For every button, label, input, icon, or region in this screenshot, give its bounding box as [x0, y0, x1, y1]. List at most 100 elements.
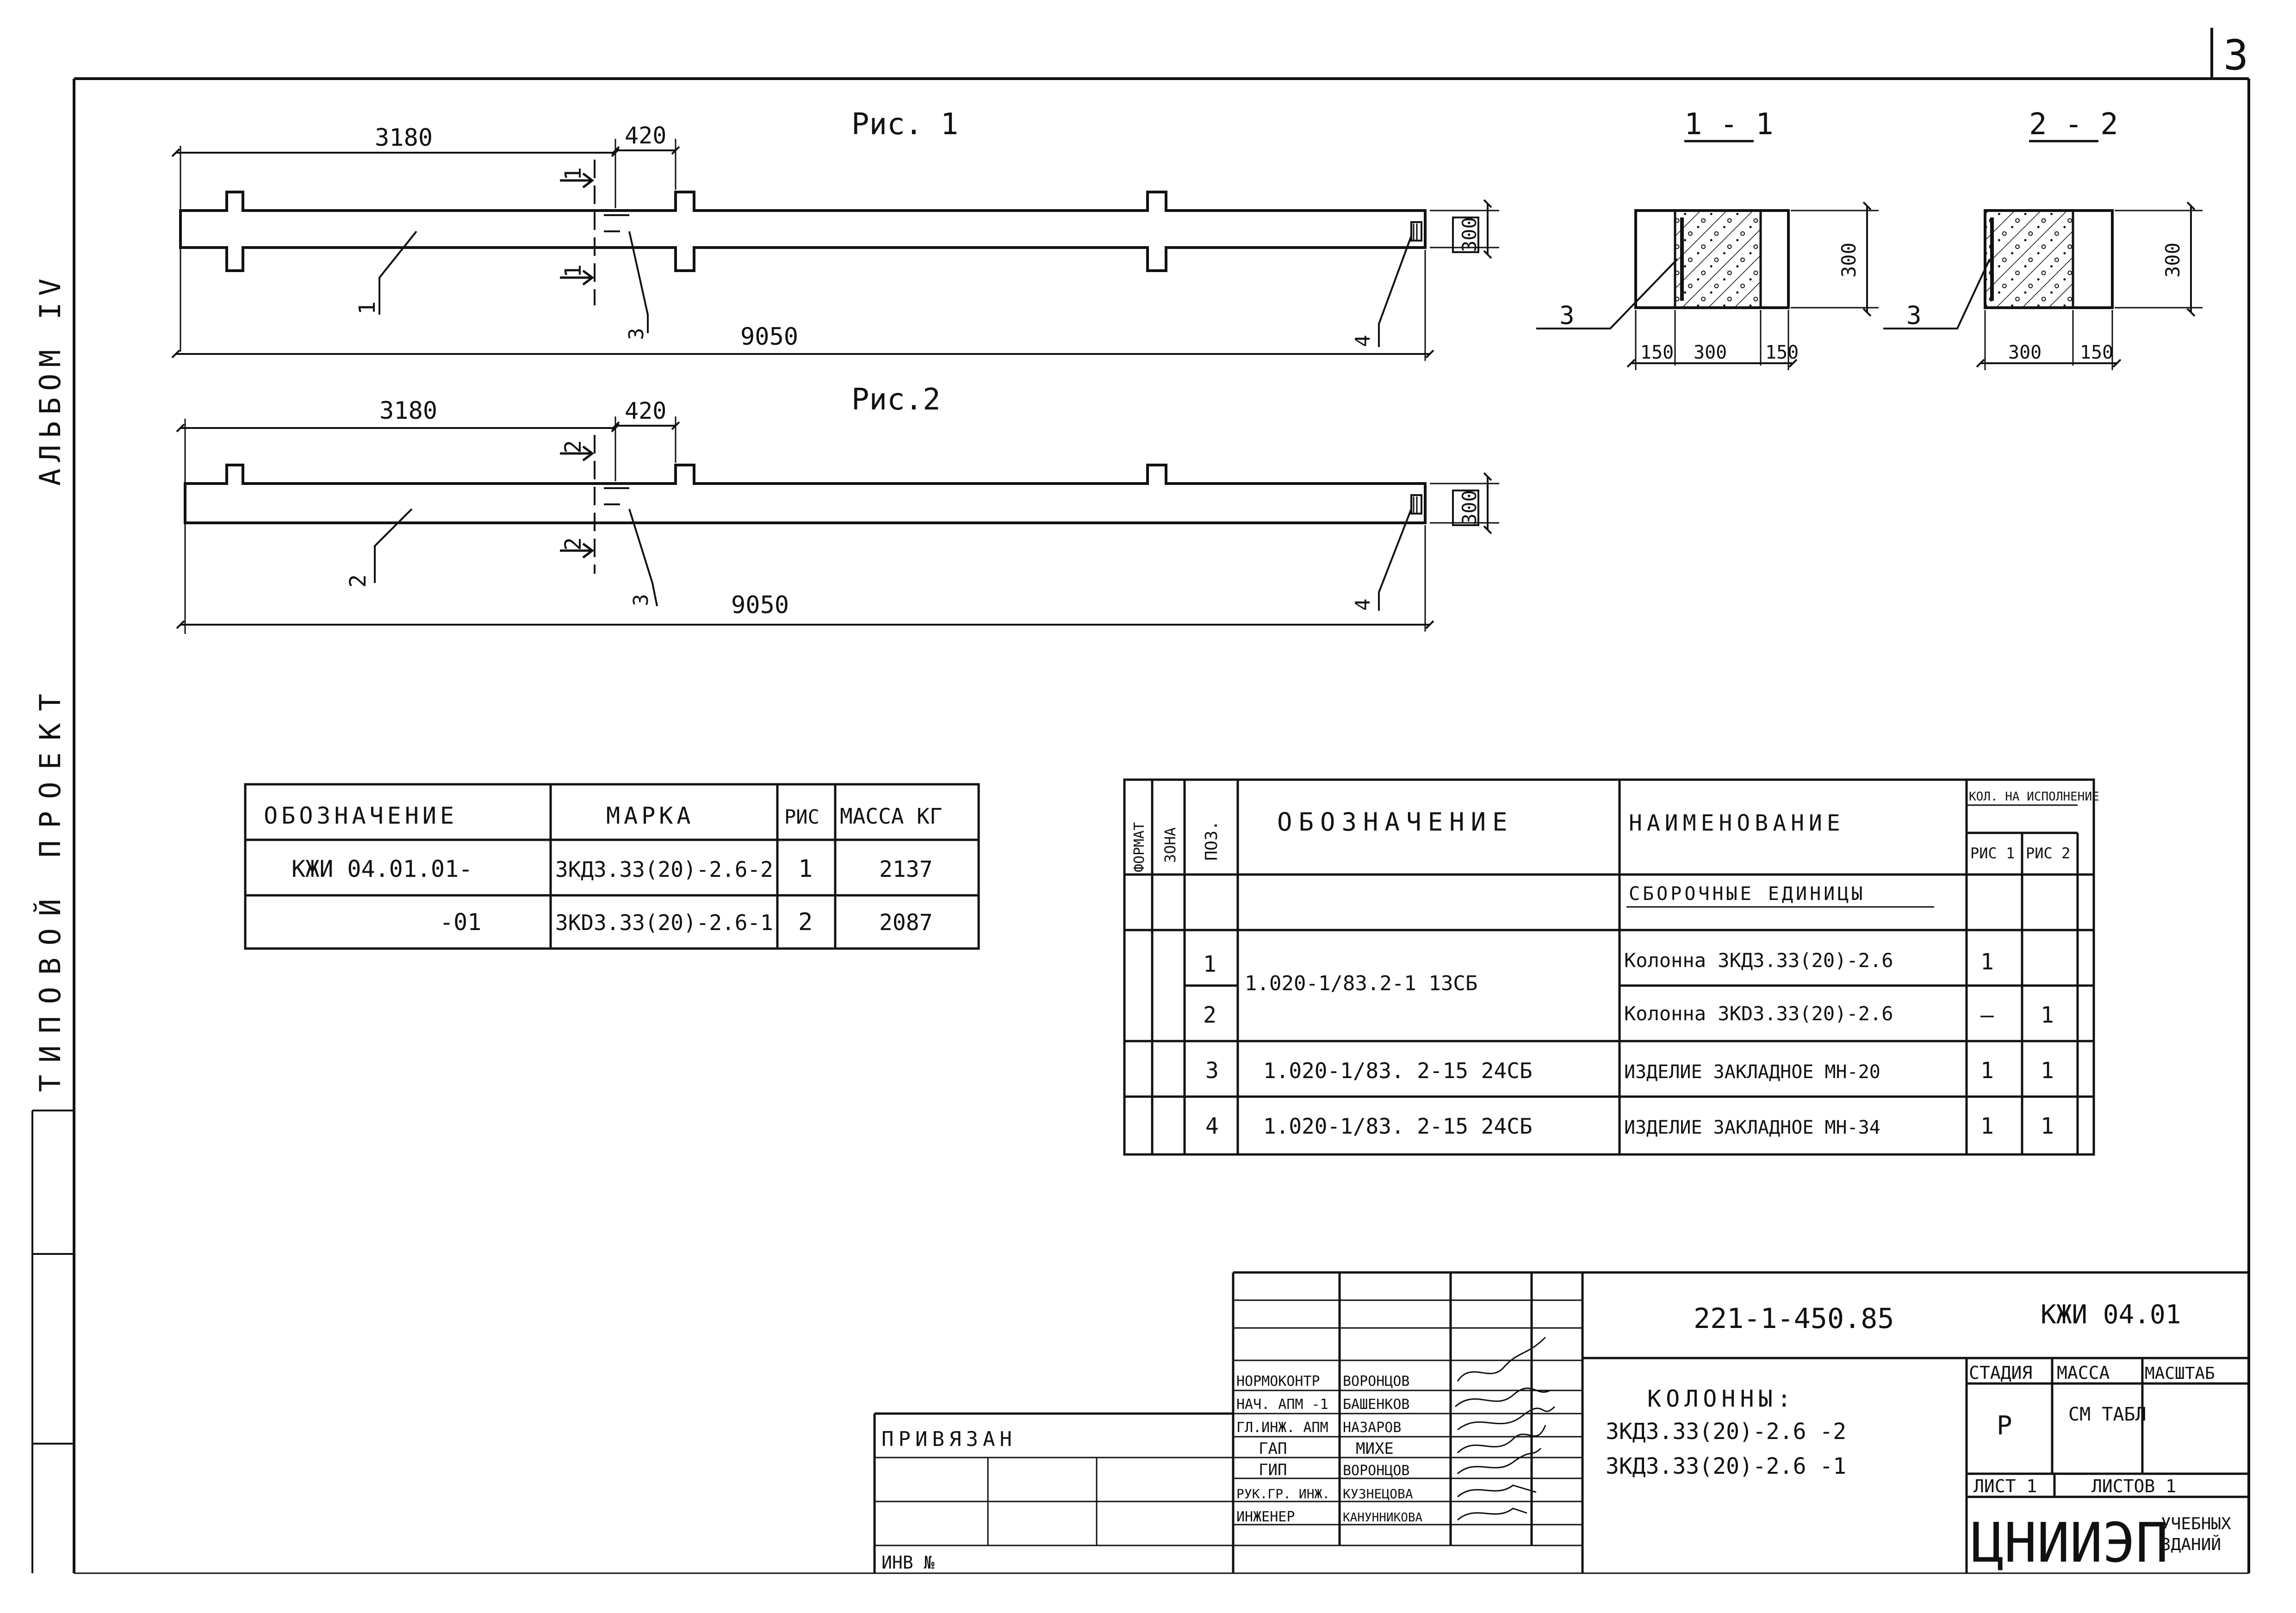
title-block	[873, 1271, 2249, 1573]
figure-2-dim-420: 420	[625, 397, 666, 424]
figure-2-dim-9050: 9050	[731, 591, 789, 619]
figure-1-dim-3180: 3180	[375, 124, 433, 152]
spec-header-qty: КОЛ. НА ИСПОЛНЕНИЕ	[1969, 790, 2099, 804]
org-logo: ЦНИИЭП	[1971, 1511, 2168, 1575]
mass-table-row1-designation: КЖИ 04.01.01-	[292, 856, 472, 882]
mass-table-header-fig: РИС	[784, 806, 819, 828]
figure-2-cut-label-bottom: 2	[560, 537, 586, 551]
title-line-2: 3КД3.33(20)-2.6 -2	[1606, 1419, 1846, 1445]
staff-name-6: КУЗНЕЦОВА	[1343, 1486, 1413, 1501]
mass-table-row1-mark: 3КД3.33(20)-2.6-2	[555, 857, 773, 882]
section-2-2-dim-b: 150	[2080, 342, 2113, 363]
section-1-1-dim-c: 150	[1765, 342, 1799, 363]
staff-name-2: БАШЕНКОВ	[1343, 1396, 1410, 1413]
spec-header-name: НАИМЕНОВАНИЕ	[1629, 810, 1845, 836]
mass-value: СМ ТАБЛ	[2068, 1404, 2147, 1425]
spec-row4-name: ИЗДЕЛИЕ ЗАКЛАДНОЕ МН-34	[1624, 1117, 1880, 1138]
figure-1-cut-label-top: 1	[560, 167, 586, 180]
org-sub-2: ЗДАНИЙ	[2161, 1535, 2221, 1554]
figure-2-dim-300: 300	[1458, 490, 1481, 525]
figure-1-dim-420: 420	[625, 122, 666, 149]
spec-row4-q1: 1	[1980, 1113, 1994, 1139]
title-mark: КЖИ 04.01	[2041, 1300, 2181, 1330]
spec-row3-pos: 3	[1205, 1058, 1219, 1084]
figure-1-dim-9050: 9050	[740, 323, 798, 351]
mass-table-header-designation: ОБОЗНАЧЕНИЕ	[264, 802, 458, 829]
figure-1-title: Рис. 1	[851, 107, 958, 142]
figure-2	[176, 416, 1499, 634]
figure-2-callout-3: 3	[629, 594, 653, 607]
spec-row3-q1: 1	[1980, 1058, 1994, 1084]
figure-1-callout-4: 4	[1351, 335, 1375, 347]
mass-table-row1-mass: 2137	[879, 856, 933, 882]
spec-section-title: СБОРОЧНЫЕ ЕДИНИЦЫ	[1629, 883, 1865, 905]
spec-row2-q2: 1	[2041, 1002, 2054, 1028]
spec-table	[1123, 778, 2095, 1156]
staff-name-3: НАЗАРОВ	[1343, 1420, 1401, 1436]
staff-role-6: РУК.ГР. ИНЖ.	[1236, 1486, 1330, 1501]
section-1-1-dim-b: 300	[1694, 342, 1727, 363]
column-2-outline	[184, 464, 1427, 524]
spec-row2-q1: –	[1980, 1002, 1994, 1028]
sheet-frame	[73, 28, 2250, 1574]
figure-2-dim-3180: 3180	[379, 397, 437, 425]
section-2-2-callout: 3	[1906, 301, 1922, 330]
staff-role-1: НОРМОКОНТР	[1236, 1373, 1320, 1390]
section-1-1-dim-a: 150	[1640, 342, 1674, 363]
staff-role-7: ИНЖЕНЕР	[1236, 1509, 1295, 1525]
staff-name-5: ВОРОНЦОВ	[1343, 1463, 1410, 1479]
figure-1-dim-300: 300	[1458, 217, 1481, 252]
mass-table-row1-fig: 1	[798, 855, 813, 883]
figure-2-callout-2: 2	[345, 574, 371, 588]
section-1-1-height: 300	[1837, 242, 1860, 278]
mass-table-row2-fig: 2	[798, 908, 813, 936]
spec-merged-designation: 1.020-1/83.2-1 13СБ	[1245, 972, 1477, 995]
stage-header: СТАДИЯ	[1969, 1363, 2032, 1383]
spec-header-qty1: РИС 1	[1970, 844, 2015, 862]
spec-header-format: ФОРМАТ	[1131, 822, 1148, 872]
project-label: ТИПОВОЙ ПРОЕКТ	[33, 682, 67, 1092]
section-1-1	[1536, 140, 1879, 370]
figure-1	[171, 139, 1499, 361]
figure-1-callout-1: 1	[354, 301, 380, 315]
album-label: АЛЬБОМ IV	[33, 272, 67, 486]
sheet-number: 3	[2223, 31, 2248, 80]
figure-2-cut-label-top: 2	[560, 440, 586, 453]
spec-header-qty2: РИС 2	[2026, 844, 2070, 862]
spec-row4-designation: 1.020-1/83. 2-15 24СБ	[1263, 1114, 1533, 1139]
staff-role-3: ГЛ.ИНЖ. АПМ	[1236, 1420, 1328, 1436]
staff-name-7: КАНУННИКОВА	[1343, 1511, 1423, 1525]
section-2-2	[1883, 140, 2203, 370]
spec-row4-pos: 4	[1205, 1113, 1219, 1139]
mass-table-row2-designation: -01	[440, 909, 481, 936]
spec-row3-designation: 1.020-1/83. 2-15 24СБ	[1263, 1058, 1533, 1083]
spec-row2-name: Колонна 3КD3.33(20)-2.6	[1624, 1002, 1893, 1025]
section-2-2-height: 300	[2161, 242, 2184, 278]
section-2-2-dim-a: 300	[2008, 342, 2042, 363]
mass-header: МАССА	[2057, 1363, 2110, 1383]
spec-row1-name: Колонна 3КД3.33(20)-2.6	[1624, 949, 1893, 972]
side-stamp: АЛЬБОМ IV ТИПОВОЙ ПРОЕКТ	[31, 272, 74, 1573]
title-line-3: 3КД3.33(20)-2.6 -1	[1606, 1453, 1846, 1479]
staff-name-1: ВОРОНЦОВ	[1343, 1373, 1410, 1390]
spec-row3-q2: 1	[2041, 1058, 2054, 1084]
spec-header-pos: ПОЗ.	[1202, 820, 1221, 861]
column-1-outline	[179, 191, 1427, 272]
spec-header-zone: ЗОНА	[1161, 827, 1179, 863]
section-1-1-title: 1 - 1	[1684, 107, 1774, 142]
inv-label: ИНВ №	[881, 1552, 935, 1573]
spec-row1-pos: 1	[1203, 951, 1216, 977]
section-2-2-title: 2 - 2	[2029, 107, 2118, 142]
title-code: 221-1-450.85	[1694, 1303, 1894, 1335]
stage-value: Р	[1997, 1411, 2012, 1441]
mass-table-row2-mass: 2087	[879, 910, 933, 936]
spec-row1-q1: 1	[1980, 949, 1994, 975]
scale-header: МАСШТАБ	[2145, 1364, 2215, 1383]
figure-2-title: Рис.2	[851, 383, 941, 417]
spec-row3-name: ИЗДЕЛИЕ ЗАКЛАДНОЕ МН-20	[1624, 1061, 1880, 1083]
org-sub-1: УЧЕБНЫХ	[2161, 1514, 2231, 1533]
privyazan-label: ПРИВЯЗАН	[881, 1427, 1017, 1451]
title-line-1: КОЛОННЫ:	[1647, 1385, 1796, 1412]
figure-2-callout-4: 4	[1351, 599, 1375, 611]
